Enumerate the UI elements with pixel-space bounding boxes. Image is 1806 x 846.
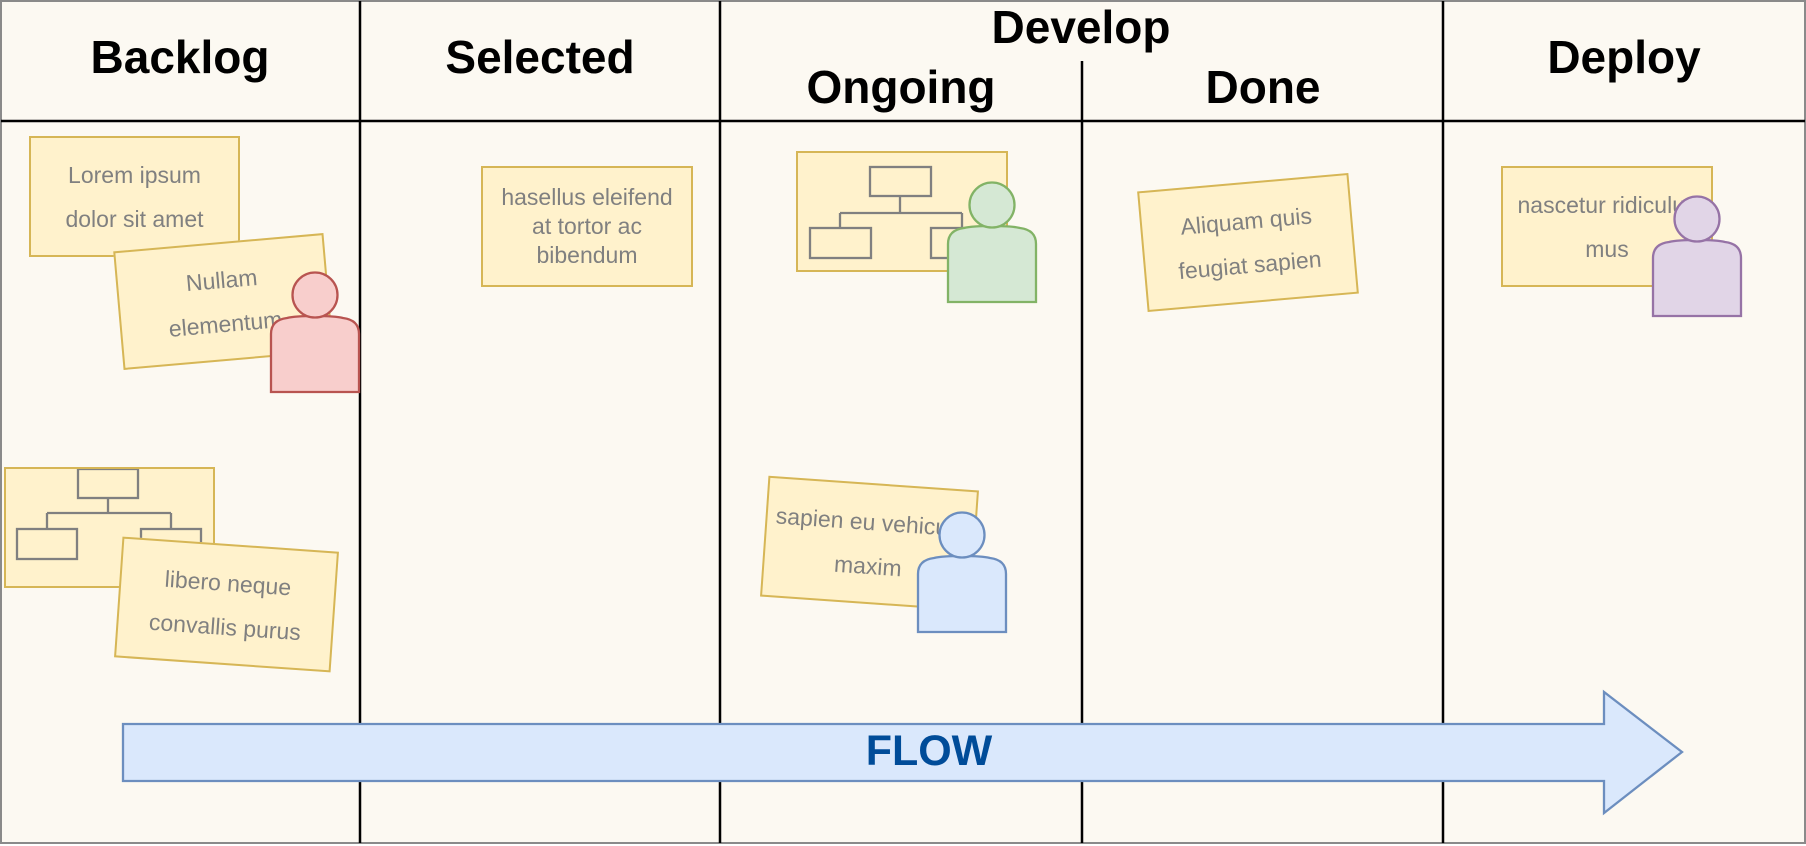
column-header-backlog: Backlog — [90, 31, 270, 83]
column-header-done: Done — [1205, 61, 1321, 113]
person-icon — [269, 271, 361, 394]
task-card-text: hasellus eleifend at tortor ac bibendum — [501, 184, 673, 268]
task-card-text: nascetur ridiculus mus — [1517, 191, 1697, 262]
person-icon — [1651, 195, 1743, 318]
task-card-text: Lorem ipsum dolor sit amet — [65, 161, 204, 232]
person-icon — [916, 511, 1008, 634]
column-header-develop: Develop — [991, 1, 1171, 53]
task-card[interactable]: Lorem ipsum dolor sit amet — [29, 136, 240, 257]
column-header-deploy: Deploy — [1547, 31, 1701, 83]
flow-label: FLOW — [865, 727, 993, 775]
task-card[interactable]: hasellus eleifend at tortor ac bibendum — [481, 166, 693, 287]
person-icon — [946, 181, 1038, 304]
column-header-ongoing: Ongoing — [806, 61, 996, 113]
task-card[interactable]: libero neque convallis purus — [114, 536, 339, 673]
flow-arrow — [121, 689, 1684, 816]
column-header-selected: Selected — [445, 31, 635, 83]
task-card-text: Aliquam quis feugiat sapien — [1177, 201, 1323, 284]
task-card[interactable]: Aliquam quis feugiat sapien — [1137, 172, 1359, 313]
task-card-text: libero neque convallis purus — [148, 565, 302, 645]
